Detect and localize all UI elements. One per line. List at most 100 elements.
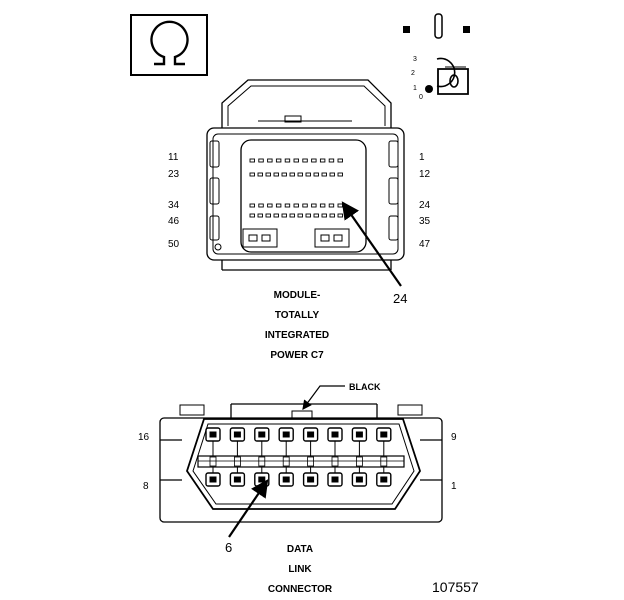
module-pin-label: 50	[168, 239, 180, 250]
dlc-pin-label: 8	[143, 481, 149, 492]
module-pin-cavity	[284, 158, 291, 163]
dlc-caption: DATA LINK CONNECTOR	[250, 540, 350, 600]
ignition-key-icon	[403, 13, 470, 95]
module-connector	[206, 79, 405, 271]
dlc-bus-slot	[331, 456, 339, 467]
module-pin-cavity	[328, 203, 335, 208]
module-pin-label: 11	[168, 152, 179, 163]
module-pin-cavity	[302, 158, 308, 163]
figure-number: 107557	[432, 579, 479, 595]
module-pin-label: 12	[419, 169, 431, 180]
dlc-bus-slot	[355, 456, 363, 467]
module-pin-cavity	[329, 213, 335, 218]
dlc-bus-slot	[282, 456, 290, 467]
dlc-caption-line: DATA	[286, 544, 314, 555]
key-position-label: 1	[413, 85, 417, 92]
module-pin-cavity	[329, 172, 335, 177]
dlc-pin-terminal	[209, 476, 217, 483]
module-pin-cavity	[249, 158, 255, 163]
connector-color-label: BLACK	[349, 382, 381, 392]
module-pin-cavity	[267, 158, 273, 163]
module-callout-leader	[341, 201, 402, 287]
module-pin-cavity	[275, 158, 282, 163]
dlc-callout-number: 6	[225, 540, 233, 555]
module-pin-cavity	[319, 158, 326, 163]
module-pin-cavity	[273, 213, 279, 218]
dlc-pin-label: 9	[451, 432, 457, 443]
module-caption: MODULE- TOTALLY INTEGRATED POWER C7	[247, 286, 347, 366]
module-pin-label: 24	[419, 200, 431, 211]
module-pin-cavity	[311, 158, 317, 163]
module-pin-cavity	[337, 203, 343, 208]
dlc-bus-slot	[209, 456, 217, 467]
module-pin-cavity	[311, 203, 317, 208]
module-pin-cavity	[302, 203, 308, 208]
dlc-pin-label: 1	[451, 481, 457, 492]
module-pin-cavity	[249, 172, 255, 177]
module-callout-number: 24	[393, 291, 408, 306]
dlc-pin-terminal	[331, 431, 339, 438]
dlc-pin-terminal	[331, 476, 339, 483]
dlc-bus-slot	[233, 456, 241, 467]
module-pin-cavity	[267, 203, 273, 208]
module-caption-line: INTEGRATED	[264, 330, 330, 341]
dlc-bus-slot	[380, 456, 388, 467]
module-caption-line: MODULE-	[273, 290, 321, 301]
module-pin-label: 1	[419, 152, 425, 163]
dlc-pin-terminal	[380, 476, 388, 483]
module-pin-cavity	[273, 172, 279, 177]
module-pin-cavity	[258, 203, 264, 208]
module-pin-cavity	[337, 172, 343, 177]
dlc-pin-terminal	[355, 476, 363, 483]
module-pin-label: 47	[419, 239, 431, 250]
module-caption-line: TOTALLY	[274, 310, 320, 321]
dlc-caption-line: CONNECTOR	[267, 584, 333, 595]
dlc-callout-leader	[228, 479, 269, 538]
module-pin-cavity	[297, 172, 303, 177]
module-pin-cavity	[313, 213, 319, 218]
dlc-caption-line: LINK	[288, 564, 312, 575]
dlc-pin-terminal	[307, 476, 315, 483]
module-pin-cavity	[297, 213, 303, 218]
key-position-label: 3	[413, 56, 417, 63]
module-pin-label: 34	[168, 200, 180, 211]
dlc-pin-terminal	[233, 476, 241, 483]
module-pin-cavity	[249, 203, 255, 208]
module-pin-cavity	[293, 158, 299, 163]
key-position-label: 0	[419, 94, 423, 101]
dlc-pin-label: 16	[138, 432, 150, 443]
dlc-pin-terminal	[209, 431, 217, 438]
module-pin-cavity	[257, 172, 263, 177]
module-pin-label: 46	[168, 216, 180, 227]
module-pin-cavity	[319, 203, 326, 208]
module-pin-cavity	[313, 172, 319, 177]
module-pin-cavity	[337, 213, 343, 218]
module-pin-label: 23	[168, 169, 180, 180]
dlc-bus-slot	[258, 456, 266, 467]
module-pin-cavity	[321, 213, 327, 218]
module-pin-cavity	[257, 213, 263, 218]
module-pin-cavity	[289, 213, 295, 218]
module-pin-cavity	[337, 158, 343, 163]
module-pin-cavity	[293, 203, 299, 208]
module-pin-cavity	[328, 158, 335, 163]
module-pin-cavity	[321, 172, 327, 177]
dlc-pin-terminal	[380, 431, 388, 438]
module-pin-cavity	[305, 172, 311, 177]
module-pin-cavity	[258, 158, 264, 163]
module-pin-cavity	[305, 213, 311, 218]
data-link-connector	[159, 403, 443, 523]
dlc-pin-terminal	[258, 431, 266, 438]
dlc-pin-terminal	[282, 476, 290, 483]
dlc-pin-terminal	[355, 431, 363, 438]
dlc-pin-terminal	[233, 431, 241, 438]
key-position-label: 2	[411, 70, 415, 77]
module-pin-cavity	[265, 172, 271, 177]
dlc-bus-slot	[307, 456, 315, 467]
module-pin-cavity	[275, 203, 282, 208]
module-caption-line: POWER C7	[270, 350, 324, 361]
module-pin-cavity	[289, 172, 295, 177]
dlc-pin-terminal	[258, 476, 266, 483]
dlc-pin-terminal	[307, 431, 315, 438]
